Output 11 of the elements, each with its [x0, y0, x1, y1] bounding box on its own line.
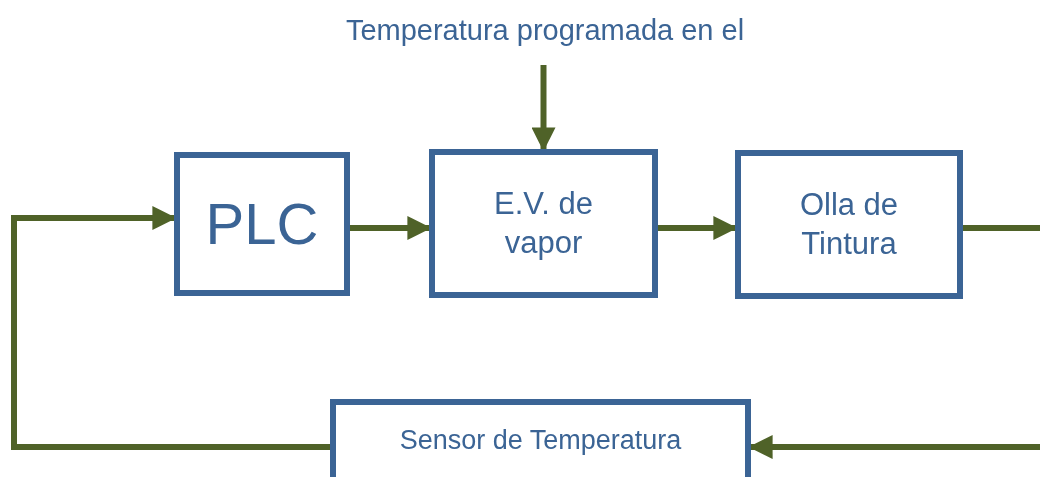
controller-box — [429, 149, 658, 298]
input-label — [174, 152, 350, 296]
input-label: Temperatura programada en el — [345, 12, 745, 48]
process-box — [330, 399, 751, 477]
node-label: Sensor de Temperatura — [399, 424, 682, 458]
valve-box — [735, 150, 963, 299]
arrow — [531, 65, 556, 152]
node-label: PLC — [205, 189, 319, 258]
node-label: Olla de Tintura — [798, 185, 900, 263]
arrow — [11, 206, 330, 450]
node-label: E.V. de vapor — [493, 184, 594, 262]
